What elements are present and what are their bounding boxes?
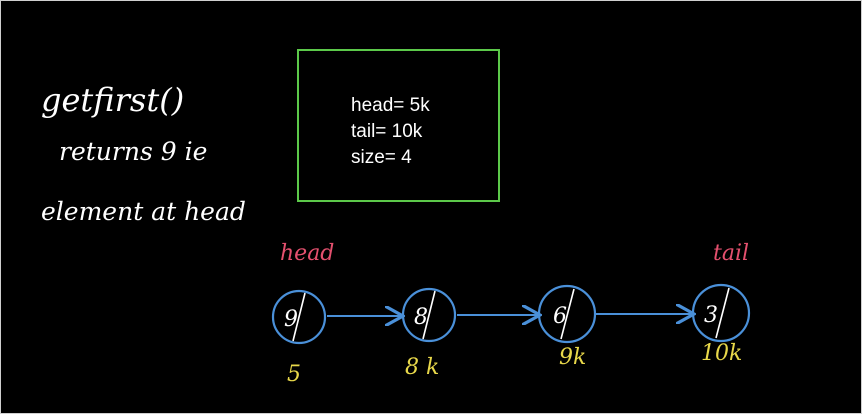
node-3-address: 9k [559, 345, 587, 370]
node-4-value: 3 [704, 303, 718, 328]
note-returns: returns 9 ie [59, 137, 208, 166]
node-1: 9 [271, 289, 327, 345]
state-head: head= 5k [351, 95, 430, 116]
node-2: 8 [401, 287, 457, 343]
note-element-at-head: element at head [41, 197, 246, 226]
node-4: 3 [691, 283, 751, 343]
tail-pointer-label: tail [713, 241, 750, 266]
state-size: size= 4 [351, 147, 412, 168]
node-2-address: 8 k [405, 355, 440, 380]
list-state-box: head= 5k tail= 10k size= 4 [297, 49, 500, 202]
node-1-value: 9 [284, 307, 298, 332]
node-2-value: 8 [414, 305, 428, 330]
head-pointer-label: head [280, 241, 335, 266]
note-getfirst: getfirst() [41, 81, 185, 119]
node-3-value: 6 [553, 304, 567, 329]
node-3: 6 [537, 284, 597, 344]
node-1-address: 5 [287, 362, 301, 387]
state-tail: tail= 10k [351, 121, 423, 142]
node-4-address: 10k [701, 341, 743, 366]
